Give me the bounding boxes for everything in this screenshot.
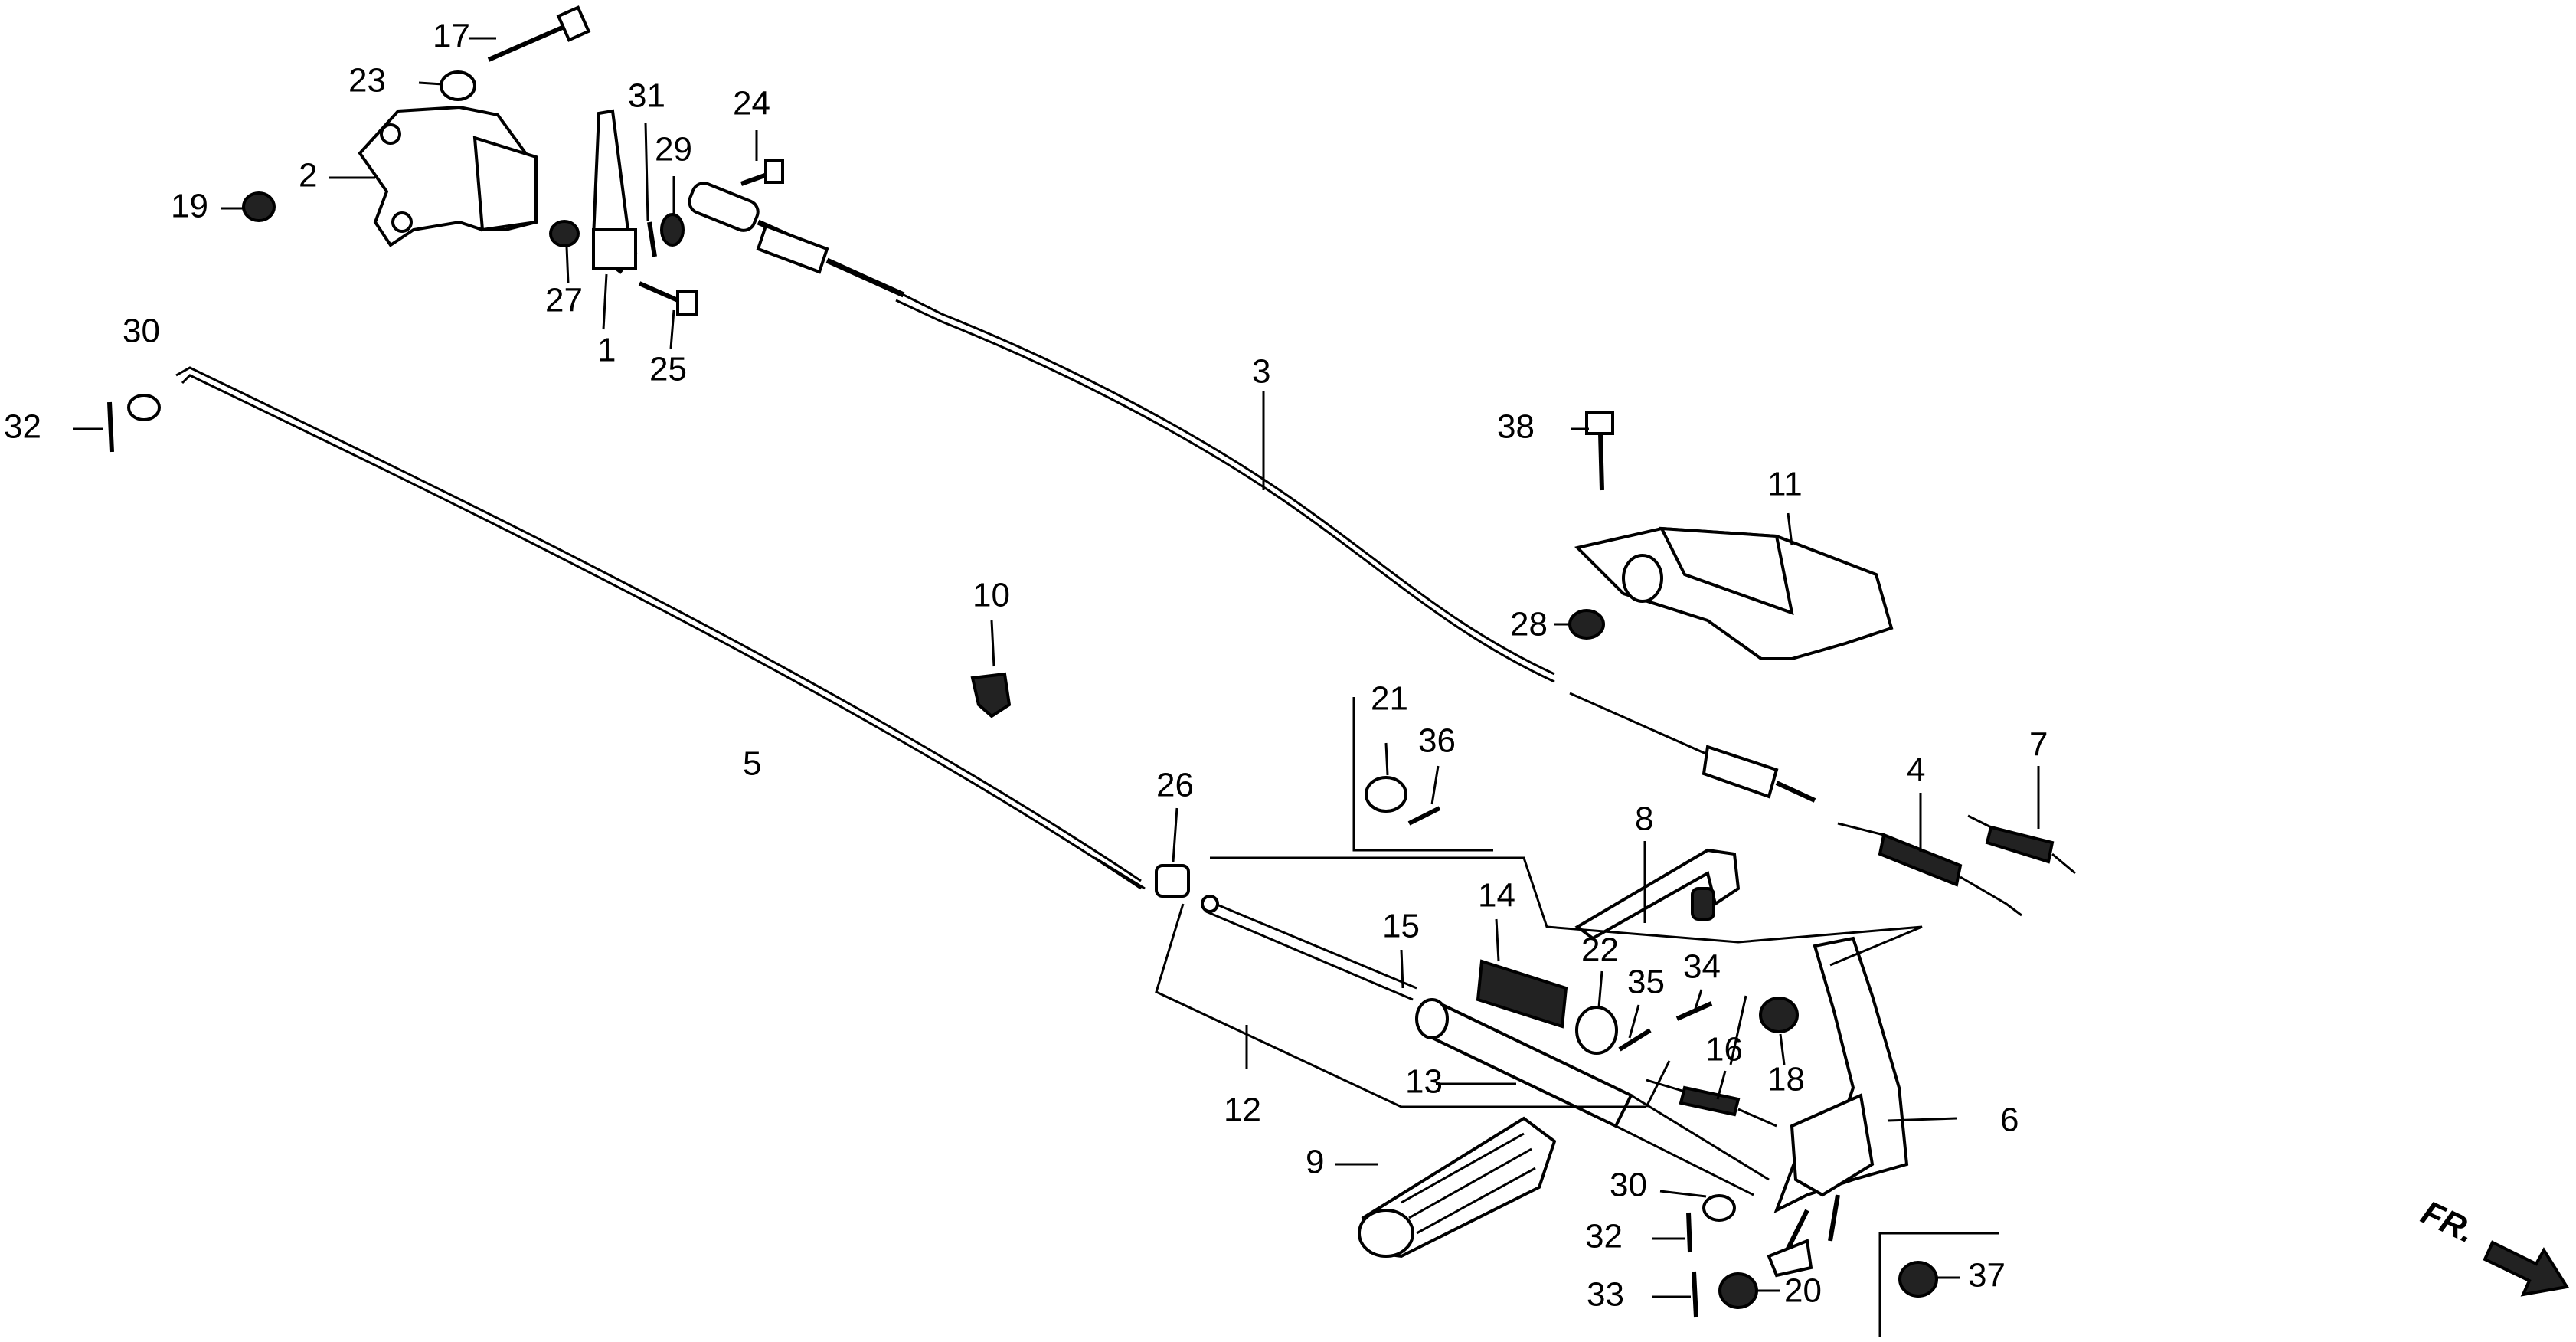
callout-38: 38	[1497, 408, 1535, 446]
callout-22: 22	[1581, 931, 1619, 969]
callout-14: 14	[1478, 877, 1515, 915]
washer-30-bottom	[1702, 1194, 1736, 1222]
callout-9: 9	[1306, 1144, 1324, 1181]
callout-4: 4	[1907, 751, 1925, 789]
bolt-24	[740, 159, 784, 186]
bracket-8	[1574, 848, 1741, 941]
callout-35: 35	[1627, 964, 1665, 1001]
washer-21	[1365, 776, 1407, 813]
callout-20: 20	[1784, 1272, 1822, 1310]
shaft-12	[1201, 895, 1417, 1001]
callout-32-bottom: 32	[1585, 1218, 1623, 1255]
clip-10	[970, 672, 1012, 718]
callout-8: 8	[1635, 800, 1653, 838]
callout-21: 21	[1371, 680, 1408, 718]
spring-7	[1967, 814, 2076, 875]
group-bracket-12-right2	[1729, 995, 1747, 1065]
callout-2: 2	[299, 157, 317, 195]
callout-13: 13	[1405, 1063, 1443, 1101]
rod-5	[175, 366, 1146, 890]
callout-28: 28	[1510, 606, 1548, 643]
front-direction-arrow	[2483, 1240, 2570, 1297]
pin-32-bottom	[1686, 1212, 1692, 1253]
callout-24: 24	[733, 85, 770, 123]
pin-32-top	[107, 401, 114, 453]
bracket-2	[358, 105, 538, 247]
bolt-38	[1585, 411, 1614, 491]
washer-30-top	[127, 394, 161, 421]
callout-12: 12	[1224, 1092, 1261, 1129]
callout-7: 7	[2029, 726, 2048, 764]
callout-10: 10	[973, 577, 1010, 614]
spring-4	[1837, 822, 2022, 917]
callout-17: 17	[433, 18, 470, 55]
callout-6: 6	[2000, 1101, 2019, 1139]
pin-36	[1407, 806, 1441, 826]
nut-27	[549, 220, 580, 247]
nut-28	[1568, 609, 1605, 640]
spring-14	[1476, 959, 1568, 1029]
pin-31	[647, 221, 657, 257]
callout-27: 27	[545, 282, 583, 319]
callout-30-bottom: 30	[1610, 1167, 1647, 1204]
nut-18	[1759, 997, 1799, 1033]
callout-19: 19	[171, 188, 208, 225]
group-bracket-12-right	[1645, 1060, 1671, 1108]
group-bracket-12	[1210, 856, 1923, 967]
callout-25: 25	[649, 351, 687, 388]
bolt-25	[638, 281, 698, 316]
tube-13	[1415, 998, 1770, 1196]
callout-15: 15	[1382, 908, 1420, 945]
callout-26: 26	[1156, 767, 1194, 804]
callout-33: 33	[1587, 1276, 1624, 1314]
callout-23: 23	[348, 62, 386, 100]
leader-lines	[73, 37, 2040, 1298]
washer-37	[1898, 1261, 1938, 1298]
bolt-17	[487, 5, 591, 62]
callout-5: 5	[743, 745, 761, 783]
callout-1: 1	[597, 332, 616, 369]
callout-29: 29	[655, 131, 692, 169]
callout-16: 16	[1705, 1031, 1743, 1069]
callout-30-top: 30	[123, 313, 160, 350]
clip-29	[660, 213, 685, 247]
pin-34	[1675, 1001, 1713, 1021]
group-bracket-37	[1878, 1232, 1999, 1337]
callout-32-top: 32	[4, 408, 41, 446]
bracket-11	[1574, 526, 1894, 660]
pin-35	[1618, 1028, 1652, 1052]
group-bracket-21-36	[1352, 697, 1493, 852]
callout-11: 11	[1767, 466, 1803, 503]
nut-19	[242, 191, 276, 222]
bushing-26	[1155, 864, 1190, 898]
direction-label: FR.	[2416, 1193, 2481, 1250]
callout-18: 18	[1767, 1061, 1805, 1098]
callout-34: 34	[1683, 948, 1721, 986]
washer-22	[1575, 1006, 1618, 1055]
callout-31: 31	[628, 77, 665, 115]
cable-3	[688, 182, 1816, 803]
washer-20	[1718, 1272, 1758, 1309]
pedal-pad-9	[1358, 1116, 1557, 1259]
spring-16	[1646, 1079, 1777, 1128]
washer-23	[440, 70, 476, 101]
pedal-arm-6	[1767, 936, 1909, 1278]
callout-36: 36	[1418, 722, 1456, 760]
callout-37: 37	[1968, 1257, 2006, 1295]
callout-3: 3	[1252, 353, 1270, 391]
lever-1	[591, 109, 638, 274]
pin-33	[1692, 1271, 1698, 1318]
group-bracket-12-lower	[1155, 903, 1646, 1108]
